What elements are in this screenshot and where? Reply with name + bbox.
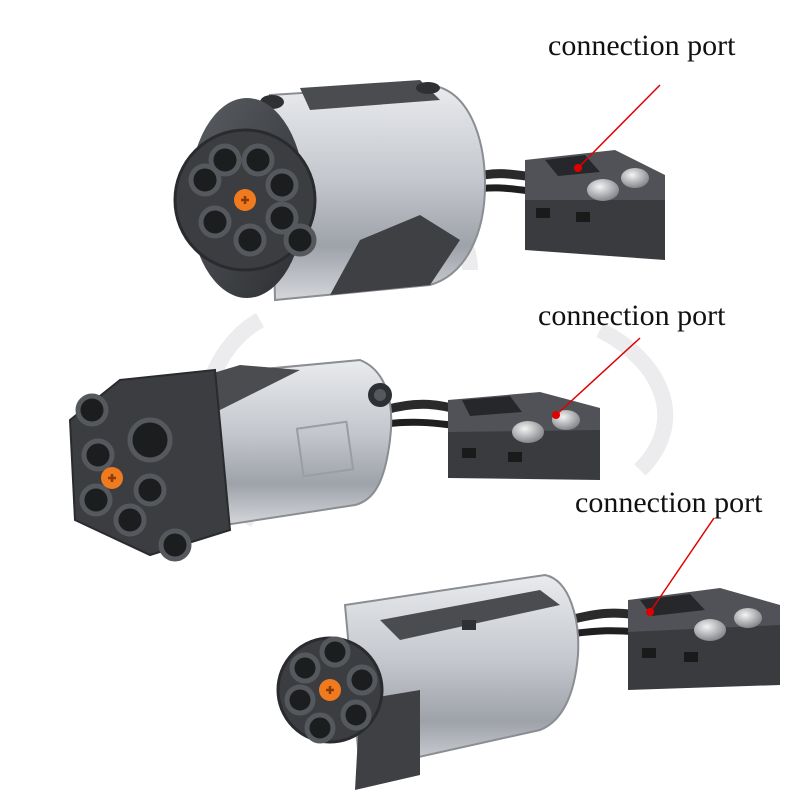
- motor-l-middle: [68, 358, 600, 562]
- connector-top: [525, 150, 665, 260]
- pointer-line-bottom: [649, 517, 715, 613]
- motor-xl-top: [173, 80, 665, 302]
- connection-port-label-bottom: connection port: [575, 486, 763, 519]
- connection-port-label-top: connection port: [548, 29, 736, 62]
- cable-bottom: [568, 608, 639, 625]
- motor-m-bottom: [276, 573, 780, 790]
- pointer-line-top: [577, 84, 661, 169]
- pointer-line-middle: [555, 337, 641, 416]
- connector-bottom: [628, 588, 780, 690]
- connection-port-label-middle: connection port: [538, 299, 726, 332]
- connector-middle: [448, 392, 600, 480]
